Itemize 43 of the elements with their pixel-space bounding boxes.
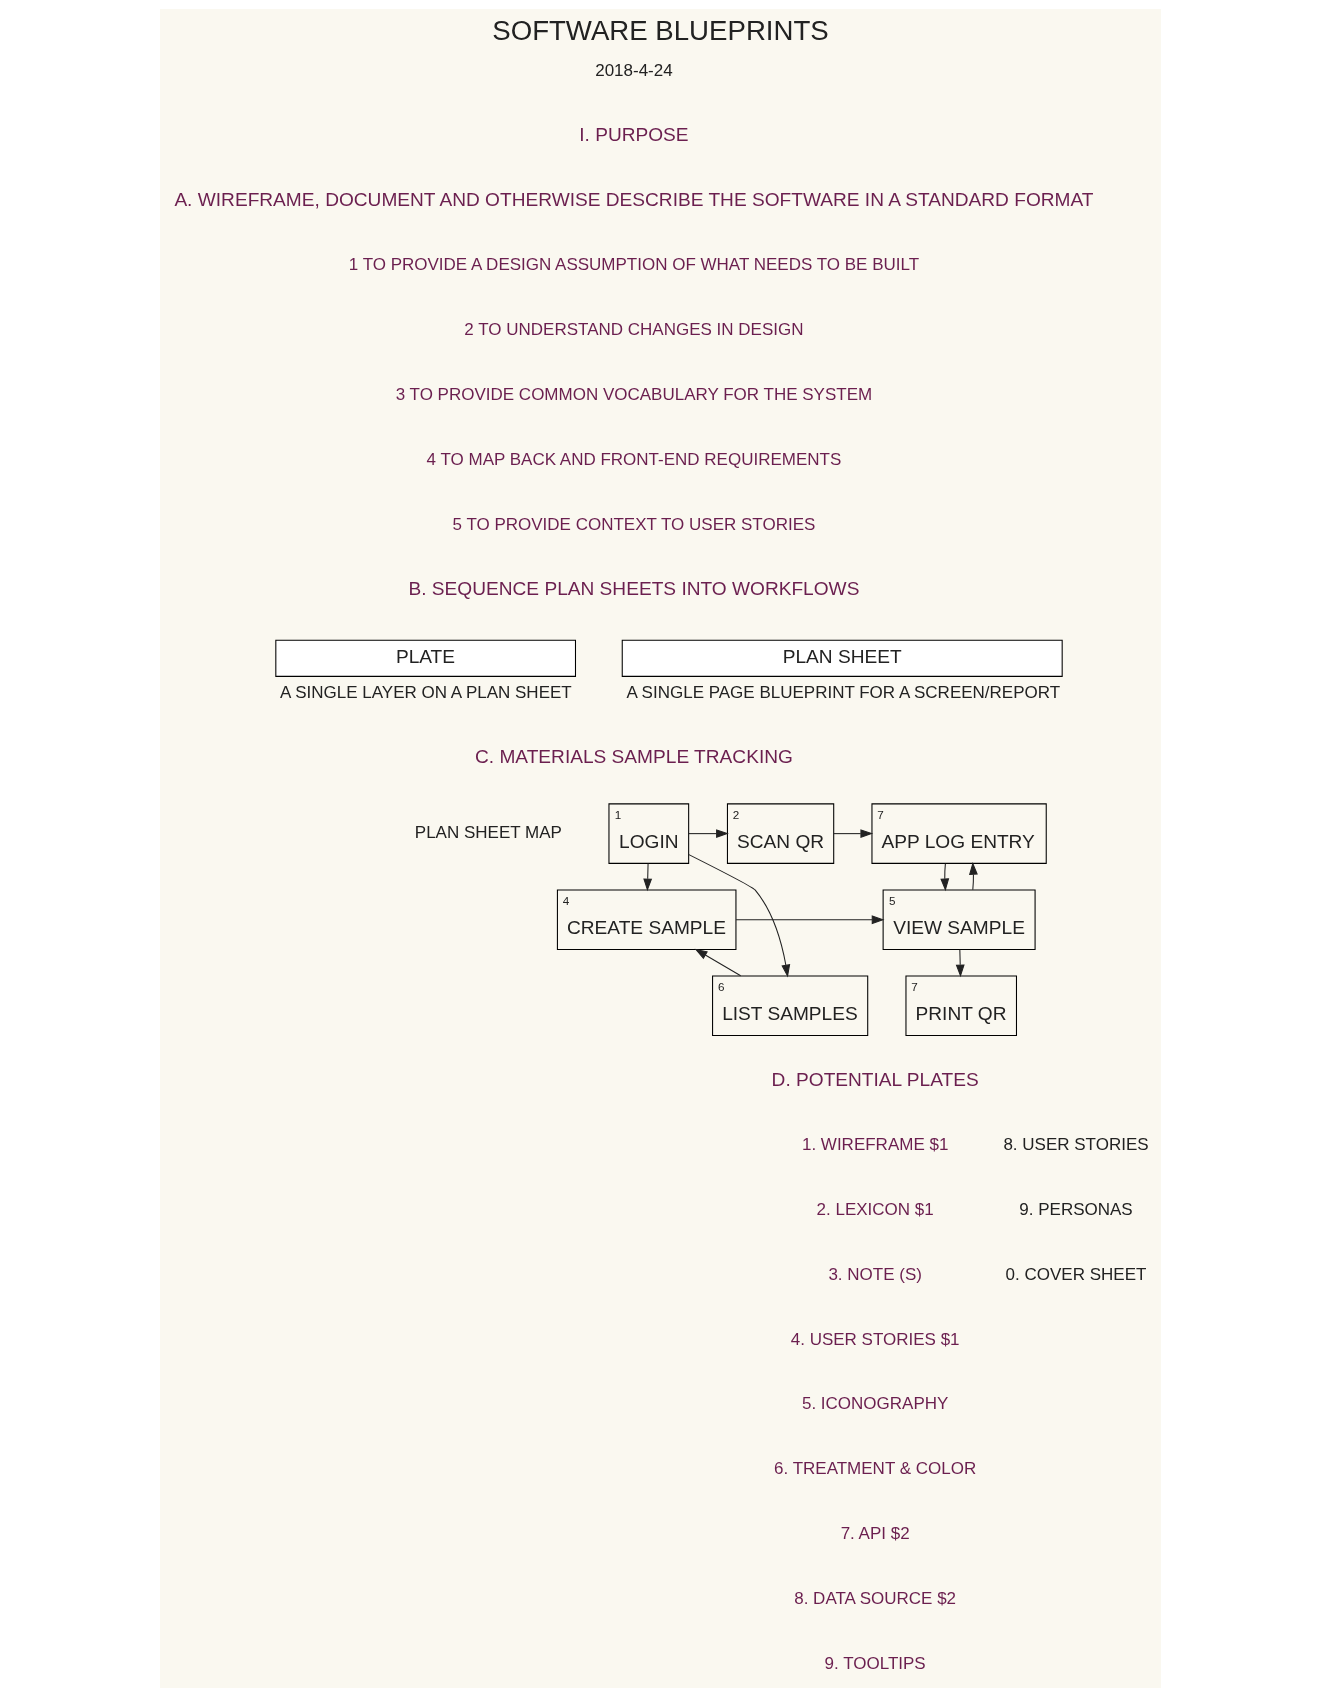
diagram-title: SOFTWARE BLUEPRINTS	[491, 14, 829, 46]
arrow	[968, 861, 978, 890]
label: 3 TO PROVIDE COMMON VOCABULARY FOR THE SYSTEM	[395, 384, 872, 404]
arrow	[955, 948, 965, 977]
label: 1. WIREFRAME $1	[801, 1134, 948, 1154]
node-box: 1 LOGIN	[607, 802, 689, 864]
label: 5 TO PROVIDE CONTEXT TO USER STORIES	[452, 514, 815, 533]
node-label: A SINGLE PAGE BLUEPRINT FOR A SCREEN/REPORT	[626, 682, 1060, 702]
label: C. MATERIALS SAMPLE TRACKING	[474, 745, 793, 767]
label: I. PURPOSE	[578, 123, 689, 145]
label: B. SEQUENCE PLAN SHEETS INTO WORKFLOWS	[407, 577, 859, 599]
arrow	[832, 828, 873, 838]
label: A. WIREFRAME, DOCUMENT AND OTHERWISE DESCRIBE THE SOFTWARE IN A STANDARD FORMAT	[173, 188, 1093, 210]
label: 0. COVER SHEET	[1005, 1264, 1146, 1284]
label: 7. API $2	[840, 1523, 910, 1543]
node-box: 2 SCAN QR	[726, 802, 834, 864]
label: 5. ICONOGRAPHY	[801, 1393, 948, 1413]
arrow	[694, 948, 741, 976]
node-label: A SINGLE LAYER ON A PLAN SHEET	[279, 682, 572, 702]
node-box: 7 APP LOG ENTRY	[870, 802, 1047, 864]
label: 8. DATA SOURCE $2	[793, 1588, 956, 1608]
arrow	[939, 862, 949, 891]
arrow	[687, 828, 729, 838]
label: 9. TOOLTIPS	[824, 1653, 926, 1673]
label: D. POTENTIAL PLATES	[771, 1068, 979, 1090]
label: 6. TREATMENT & COLOR	[773, 1458, 976, 1478]
label: 4. USER STORIES $1	[790, 1329, 960, 1349]
label: 4 TO MAP BACK AND FRONT-END REQUIREMENTS	[426, 449, 841, 469]
label: 9. PERSONAS	[1018, 1199, 1133, 1219]
label: 1 TO PROVIDE A DESIGN ASSUMPTION OF WHAT NEEDS TO BE BUILT	[348, 254, 919, 274]
label: 3. NOTE (S)	[827, 1264, 922, 1284]
node-box: 4 CREATE SAMPLE	[556, 888, 736, 950]
arrow	[735, 914, 884, 924]
arrow	[642, 862, 652, 891]
label: 2 TO UNDERSTAND CHANGES IN DESIGN	[463, 319, 803, 339]
node-box: 7 PRINT QR	[904, 975, 1017, 1036]
label: 2. LEXICON $1	[816, 1199, 934, 1219]
node-box: 6 LIST SAMPLES	[711, 975, 868, 1036]
label: PLAN SHEET MAP	[414, 822, 562, 842]
label: 2018-4-24	[594, 60, 673, 80]
arrow	[687, 853, 790, 977]
node-box: 5 VIEW SAMPLE	[882, 888, 1036, 950]
label: 8. USER STORIES	[1002, 1134, 1149, 1154]
